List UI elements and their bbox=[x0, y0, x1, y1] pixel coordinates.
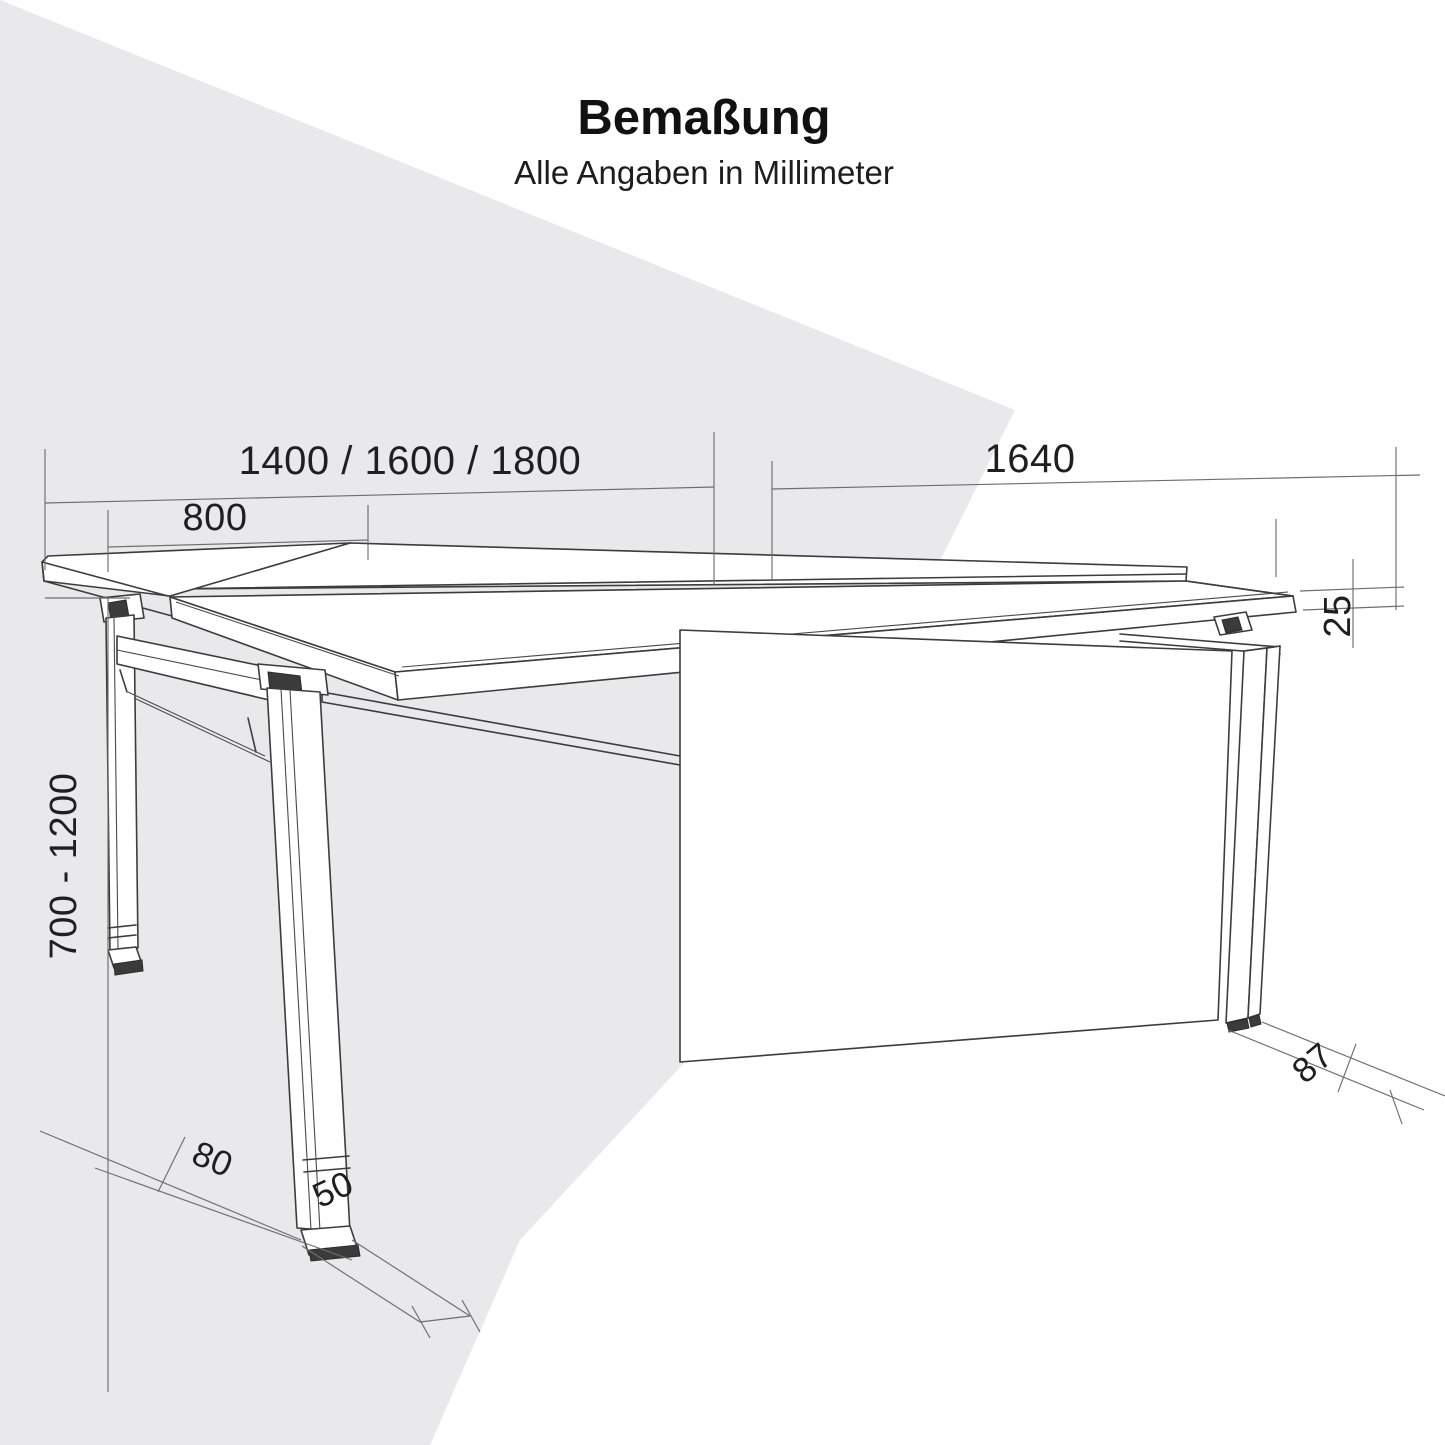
shadow-wedge bbox=[0, 0, 1015, 1445]
dim-foot-width bbox=[39, 1130, 353, 1261]
side-panel bbox=[1225, 645, 1281, 1033]
desk-drawing bbox=[41, 542, 1297, 1262]
dim-desktop-depth bbox=[107, 505, 369, 572]
page-title: Bemaßung bbox=[577, 91, 830, 145]
page-subtitle: Alle Angaben in Millimeter bbox=[514, 154, 894, 191]
dim-height-range bbox=[45, 597, 130, 1392]
label-height-range: 700 - 1200 bbox=[43, 773, 85, 960]
dimension-lines bbox=[39, 432, 1445, 1392]
dim-frame-depth bbox=[771, 447, 1421, 610]
back-left-leg bbox=[105, 614, 144, 976]
dim-foot-depth bbox=[301, 1239, 481, 1339]
label-width-options: 1400 / 1600 / 1800 bbox=[239, 439, 582, 483]
front-left-leg bbox=[257, 663, 361, 1262]
dim-panel-foot bbox=[1227, 1021, 1445, 1125]
label-frame-depth: 1640 bbox=[985, 437, 1076, 481]
label-desktop-depth: 800 bbox=[183, 497, 248, 539]
label-top-thickness: 25 bbox=[1317, 594, 1359, 637]
back-leg-glide bbox=[113, 959, 144, 976]
modesty-panel bbox=[679, 629, 1233, 1063]
dim-top-thickness bbox=[1299, 559, 1405, 648]
dim-width-options bbox=[44, 432, 715, 585]
side-panel-glide-back bbox=[1248, 1014, 1262, 1028]
side-panel-glide-front bbox=[1226, 1018, 1250, 1033]
